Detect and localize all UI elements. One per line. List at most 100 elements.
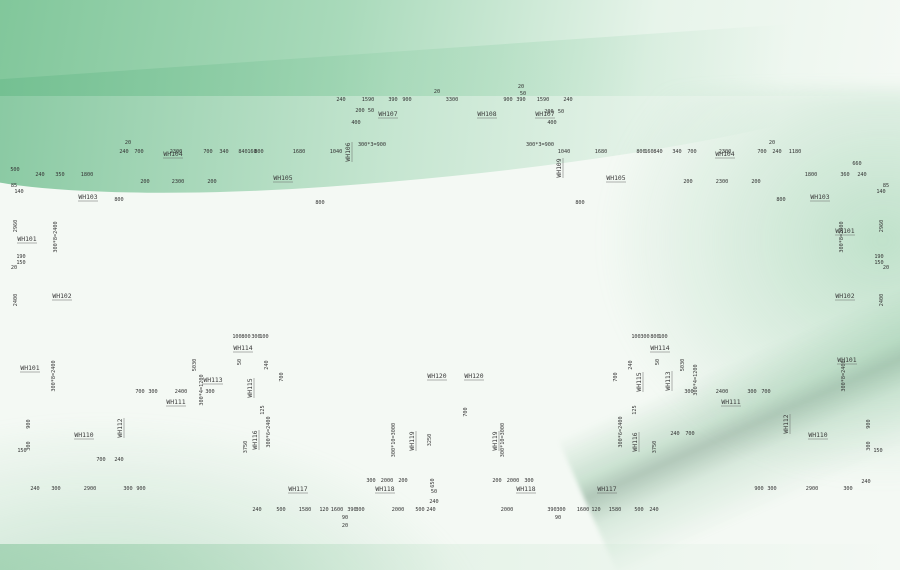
dimension-label: 200 (492, 478, 501, 484)
dimension-label: 300 (51, 486, 60, 492)
dimension-label: 2400 (716, 389, 729, 395)
wall-label: WH101 (837, 356, 856, 364)
dimension-label: 50 (558, 109, 564, 115)
dimension-label: 700 (279, 372, 285, 381)
dimension-label: 240 (252, 507, 261, 513)
dimension-label: 150 (873, 448, 882, 454)
wall-label: WH105 (273, 174, 292, 182)
dimension-label: 3250 (427, 434, 433, 447)
dimension-label: 240 (861, 479, 870, 485)
dimension-label: 300 (251, 334, 260, 340)
dimension-label: 2000 (381, 478, 394, 484)
dimension-label: 150 (17, 448, 26, 454)
dimension-label: 700 (96, 457, 105, 463)
dimension-label: 3750 (652, 441, 658, 454)
wall-label: WH104 (163, 150, 182, 158)
wall-label: WH111 (166, 398, 185, 406)
dimension-label: 2400 (879, 294, 885, 307)
dimension-label: 300*8=2400 (51, 360, 57, 391)
dimension-label: 660 (852, 161, 861, 167)
dimension-label: 240 (563, 97, 572, 103)
dimension-label: 125 (632, 405, 638, 414)
dimension-label: 190 (16, 254, 25, 260)
wall-label: WH112 (782, 414, 790, 433)
wall-label: WH118 (516, 485, 535, 493)
dimension-label: 840 (653, 149, 662, 155)
wall-label: WH102 (835, 292, 854, 300)
dimension-label: 1590 (362, 97, 375, 103)
dimension-label: 300*4=1200 (693, 364, 699, 395)
dimension-label: 1800 (805, 172, 818, 178)
dimension-label: 300*6=2400 (266, 416, 272, 447)
wall-label: WH105 (606, 174, 625, 182)
dimension-label: 1600 (331, 507, 344, 513)
dimension-label: 840 (238, 149, 247, 155)
dimension-label: 100 (232, 334, 241, 340)
dimension-label: 300 (524, 478, 533, 484)
dimension-label: 3750 (243, 441, 249, 454)
dimension-label: 500 (634, 507, 643, 513)
dimension-label: 800 (575, 200, 584, 206)
dimension-label: 5030 (680, 359, 686, 372)
dimension-label: 240 (857, 172, 866, 178)
dimension-label: 50 (237, 359, 243, 365)
wall-label: WH106 (344, 142, 352, 161)
dimension-label: 20 (883, 265, 889, 271)
dimension-label: 300 (767, 486, 776, 492)
dimension-label: 120 (319, 507, 328, 513)
dimension-label: 2400 (175, 389, 188, 395)
dimension-label: 340 (219, 149, 228, 155)
dimension-label: 150 (16, 260, 25, 266)
dimension-label: 120 (591, 507, 600, 513)
dimension-label: 390 (516, 97, 525, 103)
wall-label: WH112 (116, 418, 124, 437)
dimension-label: 1040 (330, 149, 343, 155)
dimension-label: 300 (843, 486, 852, 492)
dimension-label: 2000 (392, 507, 405, 513)
dimension-label: 20 (518, 84, 524, 90)
dimension-label: 390 (547, 507, 556, 513)
dimension-label: 800 (315, 200, 324, 206)
wall-label: WH115 (635, 372, 643, 391)
dimension-label: 300 (355, 507, 364, 513)
wall-label: WH119 (491, 431, 499, 450)
dimension-label: 1580 (609, 507, 622, 513)
dimension-label: 400 (547, 120, 556, 126)
dimension-label: 800 (241, 334, 250, 340)
dimension-label: 90 (555, 515, 561, 521)
dimension-label: 200 (683, 179, 692, 185)
wall-label: WH110 (808, 431, 827, 439)
wall-label: WH113 (203, 376, 222, 384)
dimension-label: 240 (336, 97, 345, 103)
wall-label: WH114 (233, 344, 252, 352)
wall-label: WH103 (810, 193, 829, 201)
dimension-label: 1800 (81, 172, 94, 178)
dimension-label: 300*8=2400 (841, 360, 847, 391)
wall-label: WH114 (650, 344, 669, 352)
dimension-label: 2300 (172, 179, 185, 185)
dimension-label: 900 (402, 97, 411, 103)
dimension-label: 300 (26, 441, 32, 450)
dimension-label: 700 (687, 149, 696, 155)
wall-label: WH102 (52, 292, 71, 300)
dimension-label: 300*3=900 (358, 142, 386, 148)
dimension-label: 200 (751, 179, 760, 185)
dimension-label: 240 (429, 499, 438, 505)
dimension-label: 2300 (716, 179, 729, 185)
dimension-label: 2000 (501, 507, 514, 513)
dimension-label: 390 (388, 97, 397, 103)
dimension-label: 200 (398, 478, 407, 484)
dimension-label: 2900 (84, 486, 97, 492)
dimension-label: 700 (757, 149, 766, 155)
dimension-label: 1600 (577, 507, 590, 513)
wall-label: WH120 (427, 372, 446, 380)
wall-label: WH119 (408, 431, 416, 450)
dimension-label: 700 (203, 149, 212, 155)
dimension-label: 240 (264, 360, 270, 369)
dimension-label: 160 (644, 149, 653, 155)
dimension-label: 200 (207, 179, 216, 185)
dimension-label: 300 (205, 389, 214, 395)
dimension-label: 200 (140, 179, 149, 185)
